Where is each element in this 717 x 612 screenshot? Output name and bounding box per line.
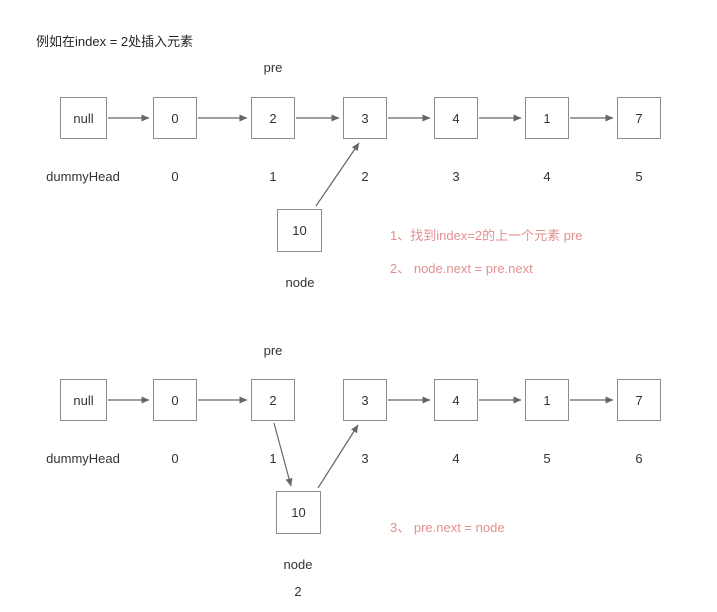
list-node-top-3: 3 — [343, 97, 387, 139]
inserted-node-bottom: 10 — [276, 491, 321, 534]
index-label-dummyhead-bottom: dummyHead — [46, 451, 120, 466]
page-title: 例如在index = 2处插入元素 — [36, 34, 194, 49]
index-label-bottom-4: 4 — [452, 451, 460, 466]
index-label-bottom-2: 1 — [269, 451, 277, 466]
inserted-node-label-bottom: node — [283, 557, 313, 572]
index-label-bottom-5: 5 — [543, 451, 551, 466]
index-label-top-3: 2 — [361, 169, 369, 184]
list-node-bottom-2: 2 — [251, 379, 295, 421]
annotation-step-1: 1、找到index=2的上一个元素 pre — [390, 228, 583, 243]
list-node-top-5: 1 — [525, 97, 569, 139]
pre-label-bottom: pre — [263, 343, 283, 358]
index-label-top-2: 1 — [269, 169, 277, 184]
index-label-bottom-6: 6 — [635, 451, 643, 466]
list-node-top-6: 7 — [617, 97, 661, 139]
inserted-node-label-top: node — [285, 275, 315, 290]
inserted-node-sublabel-bottom: 2 — [294, 584, 302, 599]
list-node-top-4: 4 — [434, 97, 478, 139]
list-node-bottom-1: 0 — [153, 379, 197, 421]
pre-label-top: pre — [263, 60, 283, 75]
list-node-null-top: null — [60, 97, 107, 139]
list-node-top-2: 2 — [251, 97, 295, 139]
index-label-top-6: 5 — [635, 169, 643, 184]
list-node-null-bottom: null — [60, 379, 107, 421]
list-node-bottom-6: 7 — [617, 379, 661, 421]
index-label-top-5: 4 — [543, 169, 551, 184]
list-node-bottom-5: 1 — [525, 379, 569, 421]
list-node-top-1: 0 — [153, 97, 197, 139]
annotation-step-3: 3、 pre.next = node — [390, 520, 505, 535]
arrow-bottom-node-to-3 — [317, 424, 359, 489]
annotation-step-2: 2、 node.next = pre.next — [390, 261, 533, 276]
index-label-bottom-3: 3 — [361, 451, 369, 466]
index-label-top-4: 3 — [452, 169, 460, 184]
index-label-dummyhead-top: dummyHead — [46, 169, 120, 184]
list-node-bottom-3: 3 — [343, 379, 387, 421]
inserted-node-top: 10 — [277, 209, 322, 252]
list-node-bottom-4: 4 — [434, 379, 478, 421]
arrow-top-node-to-3 — [315, 142, 360, 207]
index-label-top-1: 0 — [171, 169, 179, 184]
index-label-bottom-1: 0 — [171, 451, 179, 466]
arrow-bottom-2-to-node — [273, 422, 293, 487]
